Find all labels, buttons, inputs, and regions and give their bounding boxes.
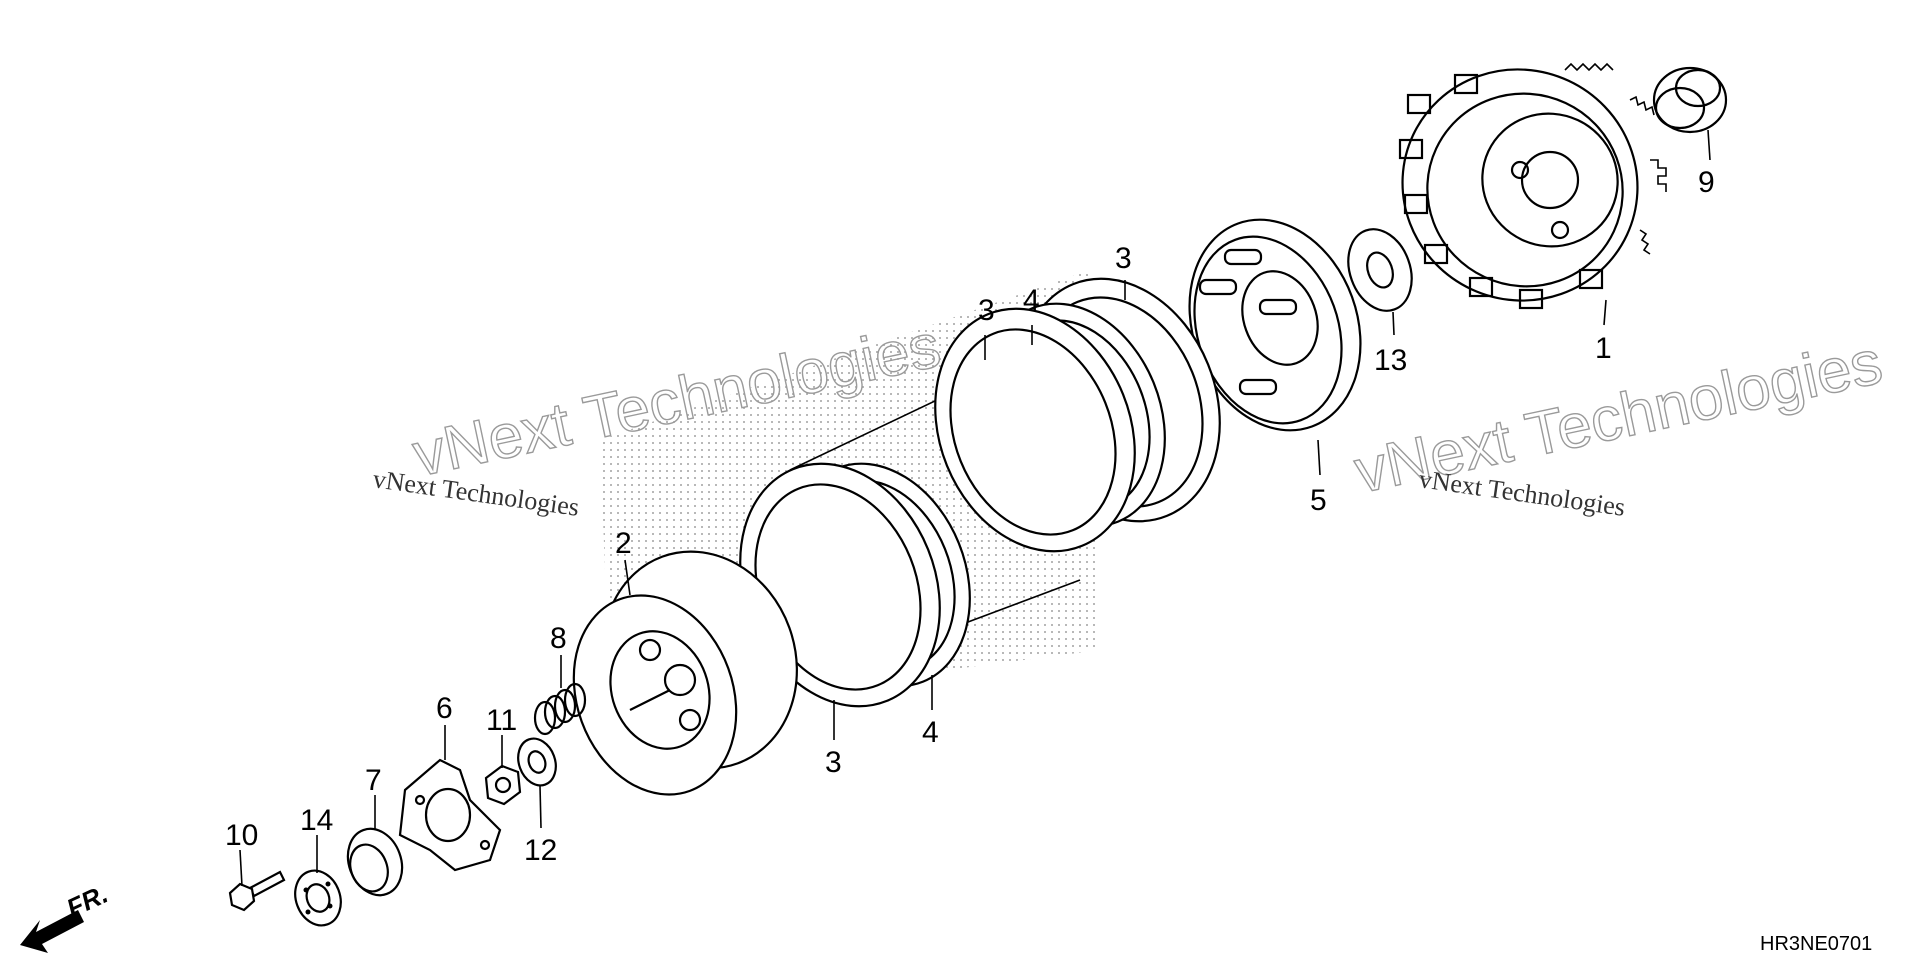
callout-part-2: 2: [615, 527, 632, 560]
callout-part-6: 6: [436, 692, 453, 725]
thrust-washer-part-13: [1347, 228, 1413, 312]
callout-part-12: 12: [524, 834, 557, 867]
friction-disc-part-3-middle: [934, 307, 1136, 553]
callout-part-8: 8: [550, 622, 567, 655]
callout-part-3: 3: [978, 294, 995, 327]
bolt-part-10: [228, 870, 286, 912]
figure-code: HR3NE0701: [1760, 933, 1872, 955]
callout-part-5: 5: [1310, 484, 1327, 517]
callout-part-10: 10: [225, 819, 258, 852]
callout-part-4: 4: [1023, 284, 1040, 317]
callout-part-3: 3: [825, 746, 842, 779]
callout-part-1: 1: [1595, 332, 1612, 365]
collar-ring-part-7: [346, 827, 404, 897]
clutch-outer-housing: [1398, 62, 1667, 310]
callout-part-13: 13: [1374, 344, 1407, 377]
clutch-center-part-2: [572, 550, 798, 796]
callout-part-9: 9: [1698, 166, 1715, 199]
callout-part-7: 7: [365, 764, 382, 797]
collar-part-9: [1652, 66, 1728, 134]
spring-part-8: [533, 682, 587, 736]
front-direction-arrow: FR.: [20, 879, 113, 953]
leader-lines: [239, 129, 1711, 887]
callout-part-14: 14: [300, 804, 333, 837]
part-callouts: 1 2 3 3 3 4 4 5 6 7 8 9 10 11 12 13 14: [225, 166, 1715, 867]
callout-part-4: 4: [922, 716, 939, 749]
callout-part-3: 3: [1115, 242, 1132, 275]
lifter-plate-part-6: [398, 758, 502, 872]
bearing-part-14: [294, 869, 342, 927]
callout-part-11: 11: [486, 704, 517, 737]
washer-part-12: [517, 737, 557, 787]
nut-part-11: [484, 764, 522, 806]
